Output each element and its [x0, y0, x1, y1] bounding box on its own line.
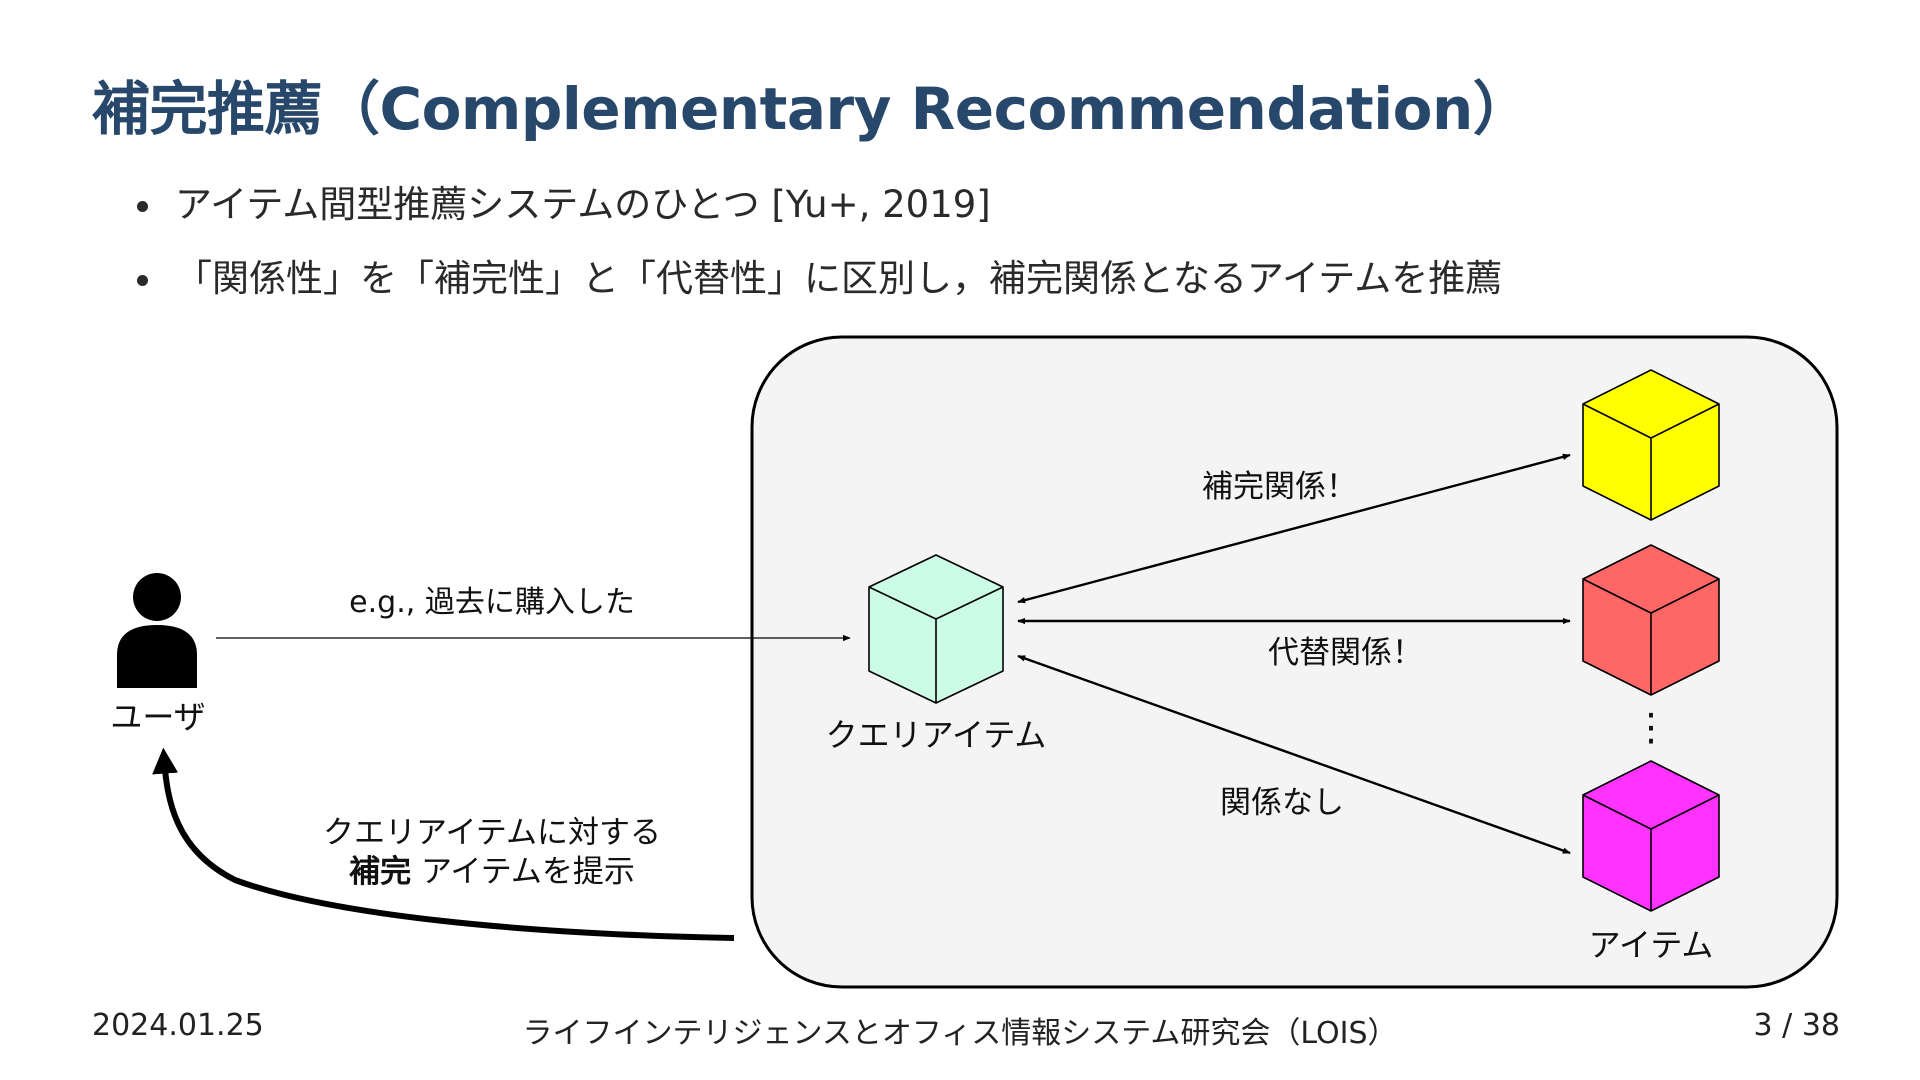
unrelated-label: 関係なし — [1220, 785, 1344, 821]
complement-arrow — [1017, 453, 1571, 604]
output-label-line1: クエリアイテムに対する — [323, 815, 661, 851]
item-label: アイテム — [1589, 926, 1714, 964]
complement-label: 補完関係！ — [1202, 469, 1357, 505]
complement-item-cube — [1582, 369, 1720, 521]
footer-date: 2024.01.25 — [92, 1008, 264, 1043]
unrelated-arrow — [1017, 654, 1571, 855]
query-item-label: クエリアイテム — [826, 716, 1047, 754]
output-label-rest: アイテムを提示 — [411, 854, 635, 890]
unrelated-item-cube — [1582, 760, 1720, 912]
bullet-item: 「関係性」を「補完性」と「代替性」に区別し，補完関係となるアイテムを推薦 — [135, 249, 1502, 323]
input-label: e.g., 過去に購入した — [349, 585, 635, 620]
footer-venue: ライフインテリジェンスとオフィス情報システム研究会（LOIS） — [522, 1016, 1398, 1051]
user-label: ユーザ — [110, 698, 205, 736]
bullet-list: アイテム間型推薦システムのひとつ [Yu+, 2019] 「関係性」を「補完性」… — [135, 175, 1502, 323]
page-number: 3 / 38 — [1753, 1008, 1840, 1043]
slide-title: 補完推薦（Complementary Recommendation） — [92, 75, 1531, 143]
user-icon — [117, 573, 197, 688]
output-label-bold: 補完 — [348, 854, 411, 890]
query-item-cube — [868, 554, 1004, 704]
output-label-line2: 補完 アイテムを提示 — [348, 854, 635, 890]
substitute-label: 代替関係！ — [1268, 635, 1423, 671]
ellipsis: ⋮ — [1632, 705, 1670, 749]
substitute-item-cube — [1582, 544, 1720, 696]
bullet-item: アイテム間型推薦システムのひとつ [Yu+, 2019] — [135, 175, 1502, 249]
output-arrow — [152, 747, 735, 941]
